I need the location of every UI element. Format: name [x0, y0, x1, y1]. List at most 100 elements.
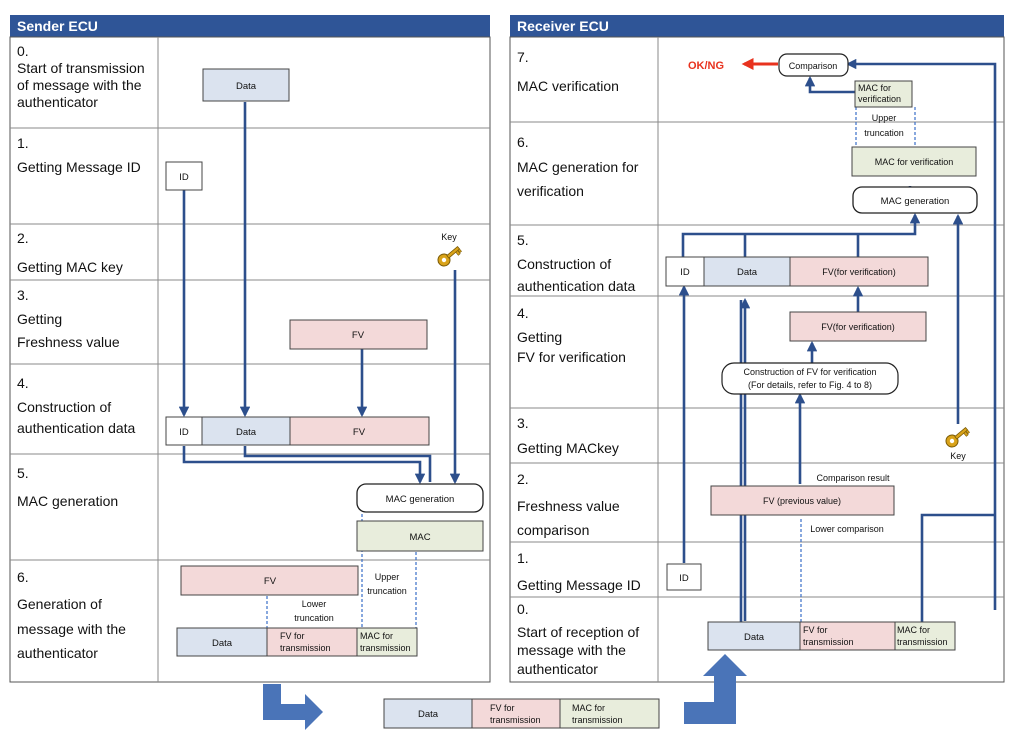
svg-text:MAC generation: MAC generation — [881, 196, 950, 207]
svg-text:Start of reception of: Start of reception of — [517, 624, 639, 640]
svg-text:Comparison: Comparison — [789, 61, 838, 71]
receiver-mac-for-verification-box — [851, 146, 977, 177]
sender-step-2: 2. Getting MAC key — [17, 230, 123, 275]
sender-message-with-authenticator: Data FV for transmission MAC for transmi… — [176, 627, 418, 657]
svg-text:0.: 0. — [517, 601, 529, 617]
svg-text:FV for: FV for — [490, 703, 515, 713]
receiver-step-5: 5. Construction of authentication data — [517, 232, 636, 294]
sender-key-label: Key — [441, 232, 457, 242]
svg-text:6.: 6. — [17, 569, 29, 585]
svg-text:ID: ID — [679, 573, 689, 584]
svg-text:MAC for: MAC for — [897, 625, 930, 635]
key-icon — [437, 245, 462, 267]
svg-text:MAC for: MAC for — [360, 631, 393, 641]
okng-result: OK/NG — [688, 60, 724, 72]
svg-text:MAC generation: MAC generation — [386, 494, 455, 505]
svg-text:7.: 7. — [517, 49, 529, 65]
svg-text:ID: ID — [179, 172, 189, 183]
svg-text:2.: 2. — [517, 471, 529, 487]
svg-text:FV(for verification): FV(for verification) — [821, 322, 895, 332]
sender-step-6: 6. Generation of message with the authen… — [17, 569, 126, 661]
svg-text:truncation: truncation — [864, 128, 904, 138]
svg-text:5.: 5. — [517, 232, 529, 248]
sender-step-3: 3. Getting Freshness value — [17, 287, 120, 350]
svg-text:authenticator: authenticator — [17, 94, 98, 110]
svg-text:MAC generation: MAC generation — [17, 493, 118, 509]
svg-text:Start of transmission: Start of transmission — [17, 60, 145, 76]
sender-fv6-box — [180, 565, 359, 596]
receiver-step-7: 7. MAC verification — [517, 49, 619, 94]
svg-text:4.: 4. — [517, 305, 529, 321]
sender-auth-data: ID Data FV — [165, 416, 430, 446]
svg-text:transmission: transmission — [572, 715, 623, 725]
svg-text:Data: Data — [236, 81, 257, 92]
svg-text:authenticator: authenticator — [517, 661, 598, 677]
svg-text:3.: 3. — [517, 415, 529, 431]
svg-text:transmission: transmission — [897, 637, 948, 647]
svg-text:FV (previous value): FV (previous value) — [763, 496, 841, 506]
svg-text:FV: FV — [353, 427, 366, 438]
receiver-step-4: 4. Getting FV for verification — [517, 305, 626, 365]
svg-text:FV: FV — [352, 330, 365, 341]
sender-title: Sender ECU — [17, 18, 98, 34]
svg-text:FV for: FV for — [280, 631, 305, 641]
transfer-message: Data FV for transmission MAC for transmi… — [383, 698, 660, 729]
receiver-message-with-authenticator: Data FV for transmission MAC for transmi… — [707, 621, 956, 651]
svg-text:transmission: transmission — [803, 637, 854, 647]
sender-data-box — [202, 68, 290, 102]
svg-text:Data: Data — [418, 709, 439, 720]
svg-text:Upper: Upper — [375, 572, 400, 582]
sender-mac-generation-box — [356, 483, 484, 513]
sender-fv-box — [289, 319, 428, 350]
svg-text:Getting MACkey: Getting MACkey — [517, 440, 619, 456]
svg-text:Lower comparison: Lower comparison — [810, 524, 884, 534]
svg-text:verification: verification — [517, 183, 584, 199]
sender-header — [10, 15, 490, 37]
svg-text:Freshness value: Freshness value — [17, 334, 120, 350]
svg-text:Construction of: Construction of — [17, 399, 111, 415]
svg-text:MAC: MAC — [409, 532, 430, 543]
receiver-panel: Receiver ECU 7. MAC verification 6. MAC … — [509, 15, 1005, 683]
receiver-fv-previous-box — [710, 485, 895, 516]
sender-panel: Sender ECU 0. Start of transmission of m… — [9, 15, 491, 683]
svg-text:ID: ID — [680, 267, 690, 278]
svg-text:6.: 6. — [517, 134, 529, 150]
svg-text:Lower: Lower — [302, 599, 327, 609]
sender-step-5: 5. MAC generation — [17, 465, 118, 509]
receiver-step-3: 3. Getting MACkey — [517, 415, 619, 456]
svg-text:Getting Message ID: Getting Message ID — [517, 577, 641, 593]
receive-arrow — [684, 654, 747, 724]
key-icon — [945, 426, 970, 448]
svg-text:0.: 0. — [17, 43, 29, 59]
svg-text:authentication data: authentication data — [517, 278, 636, 294]
svg-text:of message with the: of message with the — [17, 77, 142, 93]
svg-text:transmission: transmission — [280, 643, 331, 653]
receiver-step-6: 6. MAC generation for verification — [517, 134, 639, 199]
svg-text:3.: 3. — [17, 287, 29, 303]
svg-text:MAC for: MAC for — [858, 83, 891, 93]
svg-text:FV(for verification): FV(for verification) — [822, 267, 896, 277]
svg-text:4.: 4. — [17, 375, 29, 391]
svg-text:MAC for verification: MAC for verification — [875, 157, 954, 167]
svg-text:message with the: message with the — [517, 642, 626, 658]
svg-text:comparison: comparison — [517, 522, 589, 538]
svg-text:MAC verification: MAC verification — [517, 78, 619, 94]
receiver-key-label: Key — [950, 451, 966, 461]
svg-text:Construction of: Construction of — [517, 256, 611, 272]
svg-text:Comparison result: Comparison result — [816, 473, 890, 483]
svg-text:Getting: Getting — [517, 329, 562, 345]
receiver-id-box — [666, 563, 702, 591]
receiver-header — [510, 15, 1004, 37]
svg-text:authentication data: authentication data — [17, 420, 136, 436]
svg-text:verification: verification — [858, 94, 901, 104]
sender-mac-box — [356, 520, 484, 552]
svg-text:MAC generation for: MAC generation for — [517, 159, 639, 175]
svg-text:5.: 5. — [17, 465, 29, 481]
svg-text:Getting: Getting — [17, 311, 62, 327]
sender-id-box — [165, 161, 203, 191]
receiver-step-0: 0. Start of reception of message with th… — [517, 601, 639, 677]
svg-text:FV: FV — [264, 576, 277, 587]
receiver-step-1: 1. Getting Message ID — [517, 550, 641, 593]
svg-text:truncation: truncation — [367, 586, 407, 596]
svg-text:Data: Data — [737, 267, 758, 278]
